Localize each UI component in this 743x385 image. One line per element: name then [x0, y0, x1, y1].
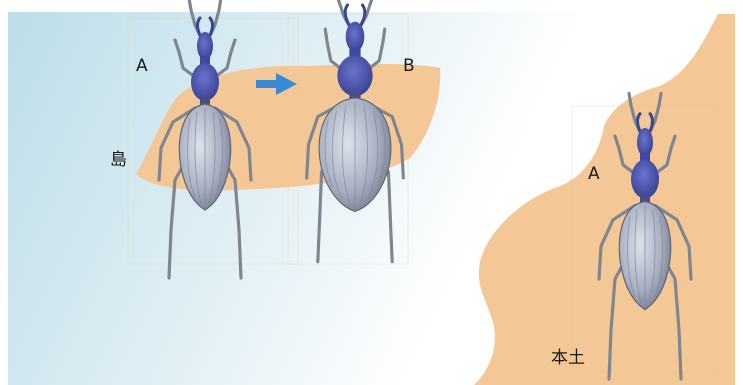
label-mainland: 本土 [551, 350, 585, 367]
label-b: B [403, 58, 415, 75]
label-a-island: A [136, 58, 148, 75]
label-island: 島 [110, 152, 127, 169]
label-a-mainland: A [588, 166, 600, 183]
